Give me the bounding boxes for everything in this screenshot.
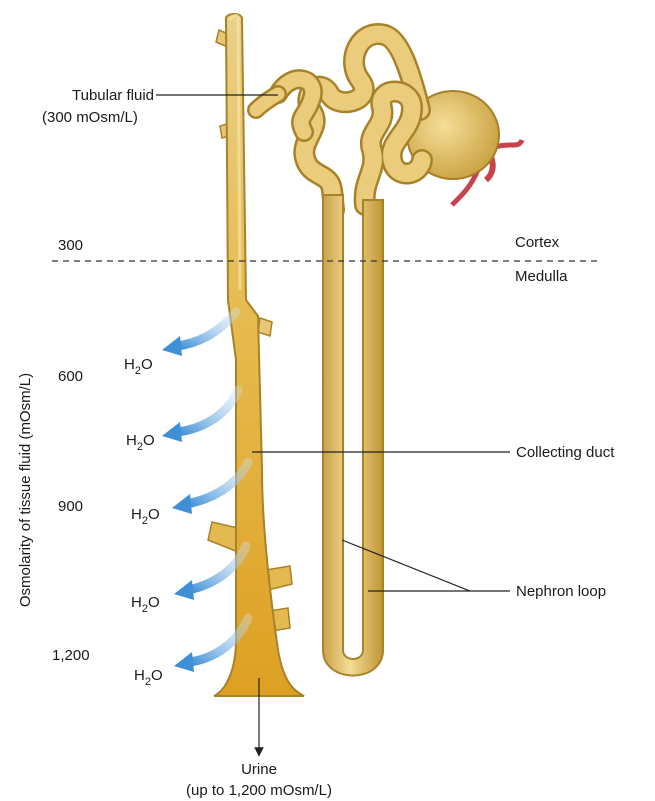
tubular-fluid-value: (300 mOsm/L) — [42, 109, 138, 126]
osmolarity-1200: 1,200 — [52, 647, 90, 664]
h2o-label: H2O — [134, 667, 163, 688]
convoluted-tubule — [256, 34, 422, 210]
water-arrow — [162, 390, 238, 442]
osmolarity-300: 300 — [58, 237, 83, 254]
collecting-duct-label: Collecting duct — [516, 444, 615, 461]
h2o-label: H2O — [124, 356, 153, 377]
nephron-loop — [323, 195, 383, 676]
urine-value: (up to 1,200 mOsm/L) — [186, 782, 332, 799]
nephron-structure — [208, 14, 522, 696]
h2o-label: H2O — [131, 506, 160, 527]
nephron-loop-label: Nephron loop — [516, 583, 606, 600]
medulla-label: Medulla — [515, 268, 568, 285]
water-arrow — [162, 312, 236, 356]
cortex-label: Cortex — [515, 234, 560, 251]
h2o-label: H2O — [131, 594, 160, 615]
tubular-fluid-label: Tubular fluid — [72, 87, 154, 104]
osmolarity-900: 900 — [58, 498, 83, 515]
water-labels: H2O H2O H2O H2O H2O — [124, 356, 163, 688]
h2o-label: H2O — [126, 432, 155, 453]
urine-label: Urine — [241, 761, 277, 778]
labels: Tubular fluid (300 mOsm/L) Cortex Medull… — [17, 87, 615, 799]
osmolarity-600: 600 — [58, 368, 83, 385]
y-axis-label: Osmolarity of tissue fluid (mOsm/L) — [17, 373, 34, 607]
